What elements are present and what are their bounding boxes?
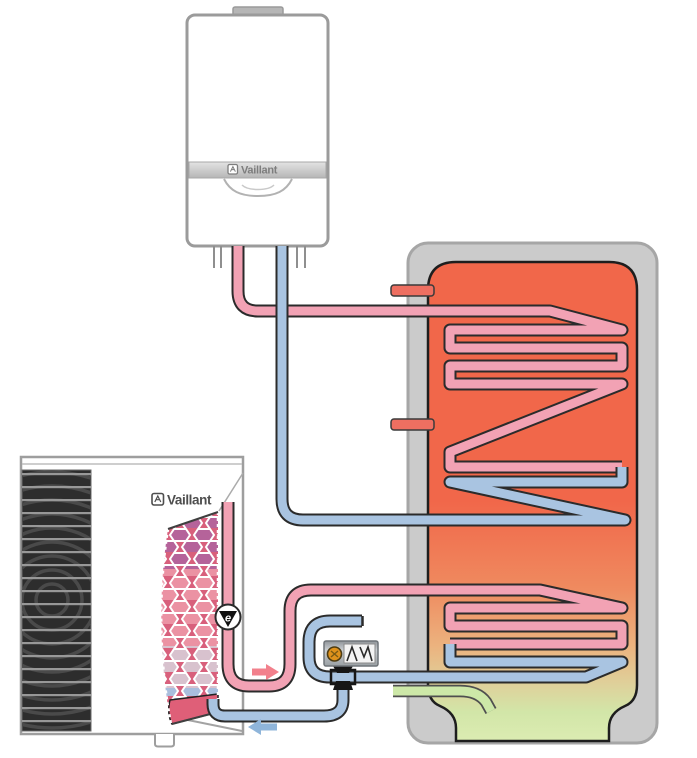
boiler-front-band [188,161,327,179]
boiler-service-stubs [213,246,306,268]
heat-pump-flow-pipe-and-lower-coil [221,502,629,693]
fan-icon [21,469,92,732]
heat-pump-logo-text: Vaillant [167,493,212,508]
cold-water-inlet-pipe [393,684,497,715]
heat-pump-return-pipe [206,663,350,723]
return-arrow-icon [248,719,277,735]
circulation-stub [390,418,435,431]
efficiency-badge-icon: e [214,603,242,631]
wall-hung-boiler: Vaillant [185,6,330,268]
heat-exchanger-honeycomb [159,511,220,725]
fan-slats [22,470,91,731]
vaillant-logo-boiler: Vaillant [227,163,278,177]
valve-position-marks [346,644,373,662]
diverter-valve [323,640,379,690]
vaillant-logo-heat-pump: Vaillant [151,493,212,508]
hot-water-outlet-stub [390,284,435,297]
valve-fitting-lower [333,681,353,690]
flow-arrow-icon [252,664,279,680]
valve-tee-joint [329,668,357,686]
boiler-handle [223,178,293,198]
boiler-flow-pipe-and-upper-coil [231,246,629,474]
heat-pump-foot [154,734,175,748]
boiler-casing [185,13,330,248]
badge-letter: e [225,613,231,625]
boiler-logo-text: Vaillant [241,165,278,177]
fin-edge-left [159,528,173,725]
boiler-return-pipe [275,246,632,527]
outdoor-heat-pump-unit: Vaillant [19,455,245,748]
boiler-handle-inner [241,184,275,191]
